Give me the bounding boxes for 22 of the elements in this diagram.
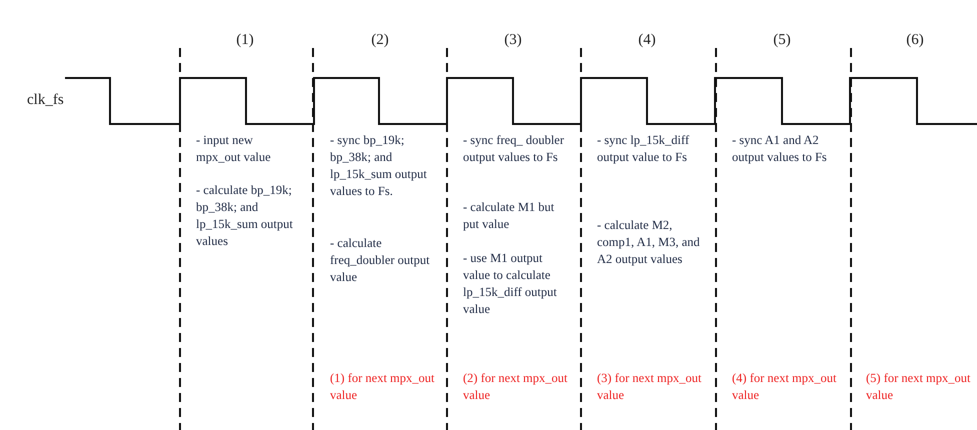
next-value-note: (4) for next mpx_out value <box>732 370 838 404</box>
cycle-number: (5) <box>772 32 792 49</box>
step-note: - calculate M1 but put value <box>463 199 556 233</box>
next-value-note: (3) for next mpx_out value <box>597 370 702 404</box>
step-note: - calculate M2, comp1, A1, M3, and A2 output values <box>597 217 701 268</box>
cycle-number: (6) <box>905 32 925 49</box>
step-note: - sync freq_ doubler output values to Fs <box>463 132 566 166</box>
step-note: - sync A1 and A2 output values to Fs <box>732 132 828 166</box>
step-note: - calculate freq_doubler output value <box>330 235 431 286</box>
cycle-number: (1) <box>235 32 255 49</box>
cycle-number: (3) <box>503 32 523 49</box>
signal-name: clk_fs <box>27 92 64 109</box>
step-note: - sync lp_15k_diff output value to Fs <box>597 132 690 166</box>
cycle-number: (2) <box>370 32 390 49</box>
cycle-number: (4) <box>637 32 657 49</box>
next-value-note: (1) for next mpx_out value <box>330 370 436 404</box>
next-value-note: (2) for next mpx_out value <box>463 370 568 404</box>
step-note: - use M1 output value to calculate lp_15k_diff output value <box>463 250 558 318</box>
next-value-note: (5) for next mpx_out value <box>866 370 972 404</box>
step-note: - input new mpx_out value <box>196 132 272 166</box>
step-note: - sync bp_19k; bp_38k; and lp_15k_sum output values to Fs. <box>330 132 428 200</box>
step-note: - calculate bp_19k; bp_38k; and lp_15k_sum output values <box>196 182 294 250</box>
